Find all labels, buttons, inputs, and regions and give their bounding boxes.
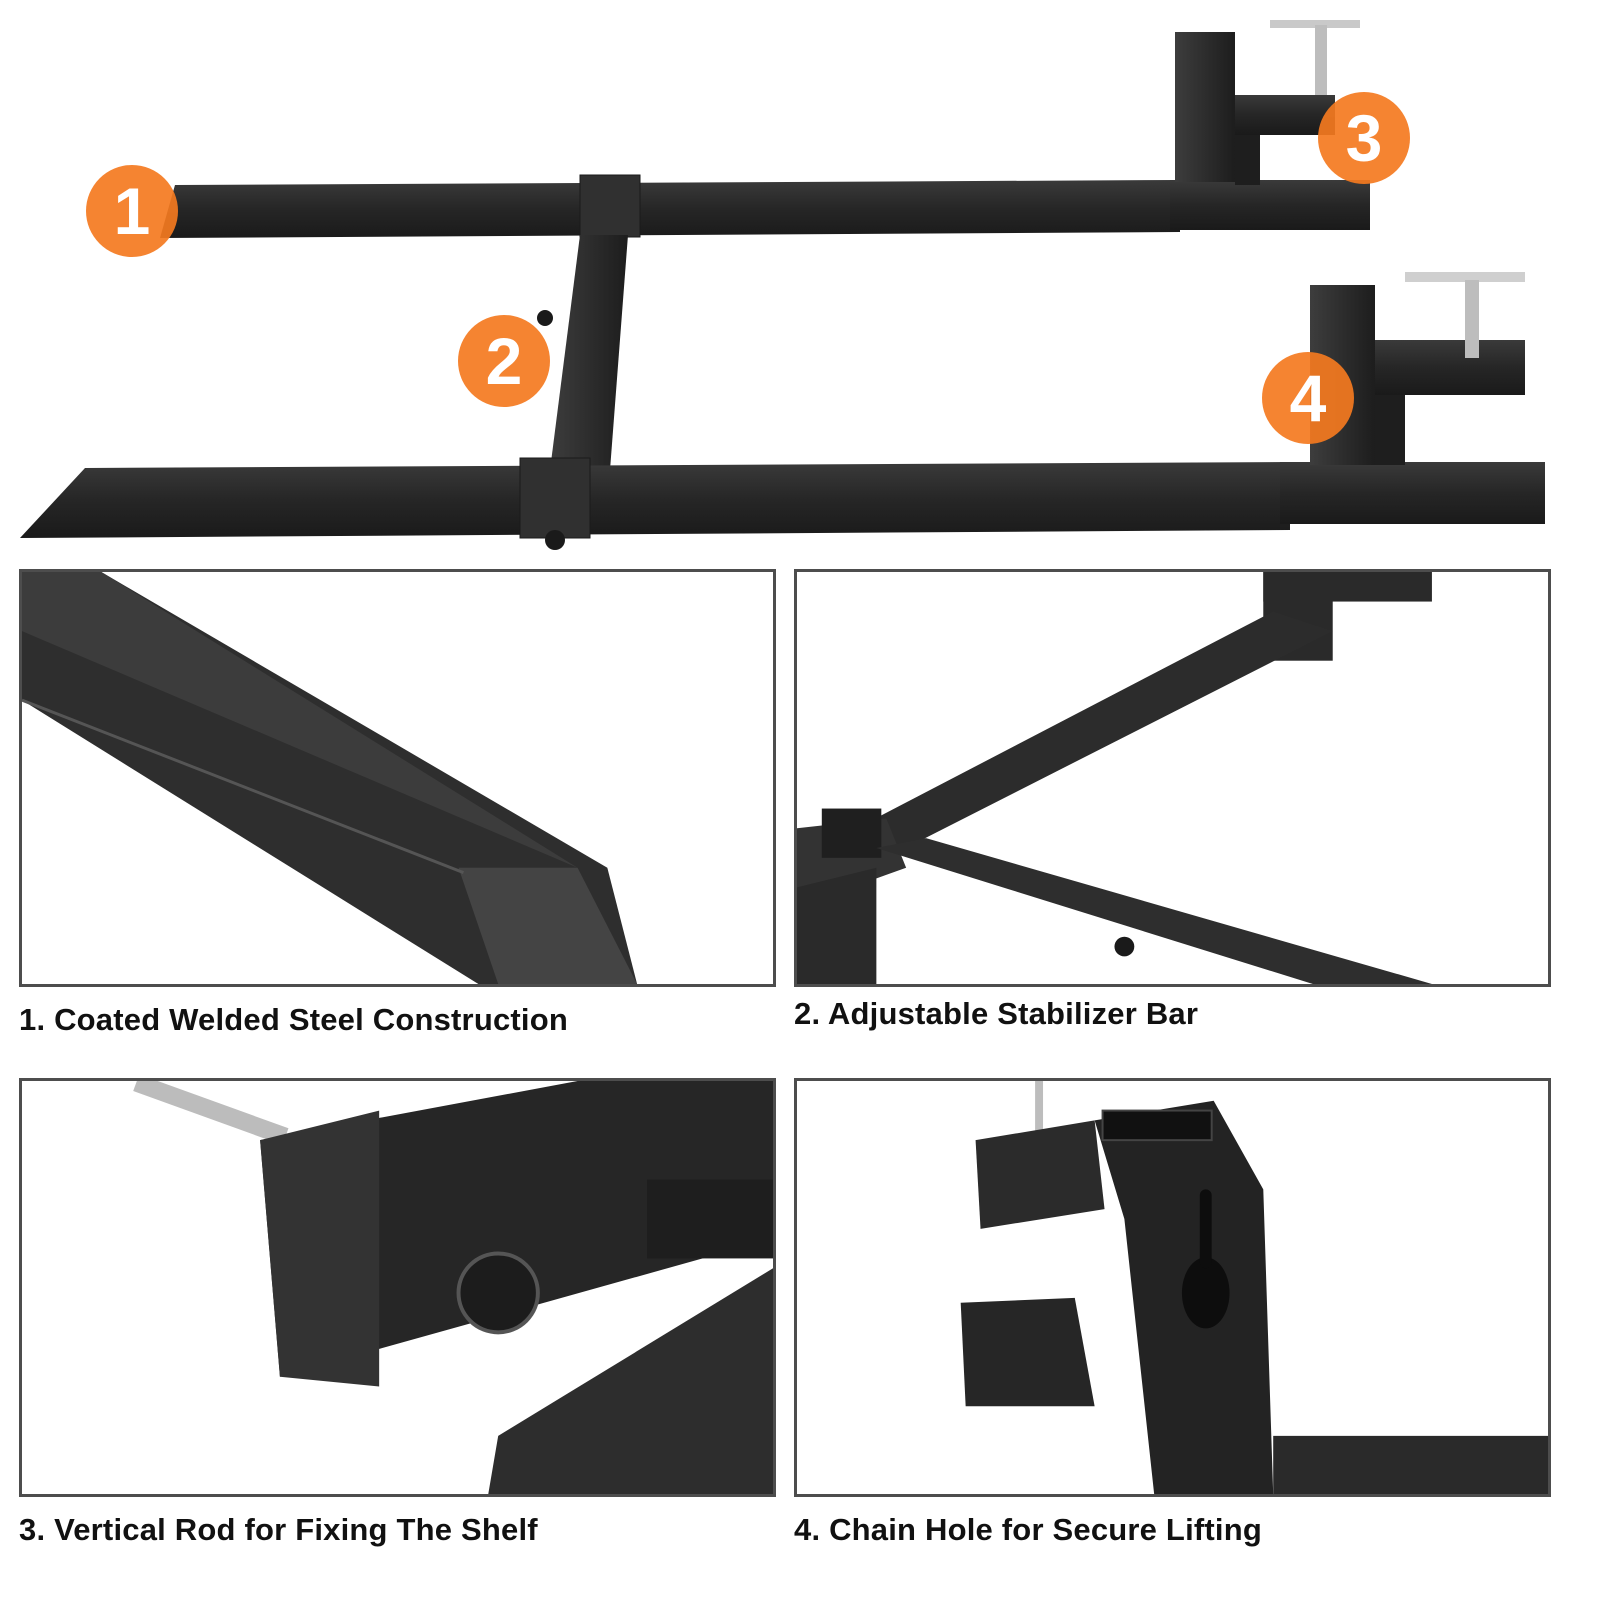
steel-bar-closeup-image [22,572,638,984]
product-hero-image [0,0,1600,560]
feature-caption-4: 4. Chain Hole for Secure Lifting [794,1512,1263,1547]
chain-hole-closeup-image [960,1081,1548,1494]
badge-2: 2 [458,315,550,407]
pallet-forks-illustration [20,20,1545,550]
feature-panel-stabilizer-bar [794,569,1551,987]
feature-panel-chain-hole [794,1078,1551,1497]
feature-caption-2: 2. Adjustable Stabilizer Bar [794,996,1199,1031]
feature-caption-1: 1. Coated Welded Steel Construction [19,1002,569,1037]
feature-panel-vertical-rod [19,1078,776,1497]
badge-1: 1 [86,165,178,257]
feature-panel-welded-steel [19,569,776,987]
badge-3: 3 [1318,92,1410,184]
badge-4: 4 [1262,352,1354,444]
stabilizer-bar-closeup-image [797,572,1432,984]
vertical-rod-closeup-image [133,1081,773,1494]
feature-caption-3: 3. Vertical Rod for Fixing The Shelf [19,1512,538,1547]
